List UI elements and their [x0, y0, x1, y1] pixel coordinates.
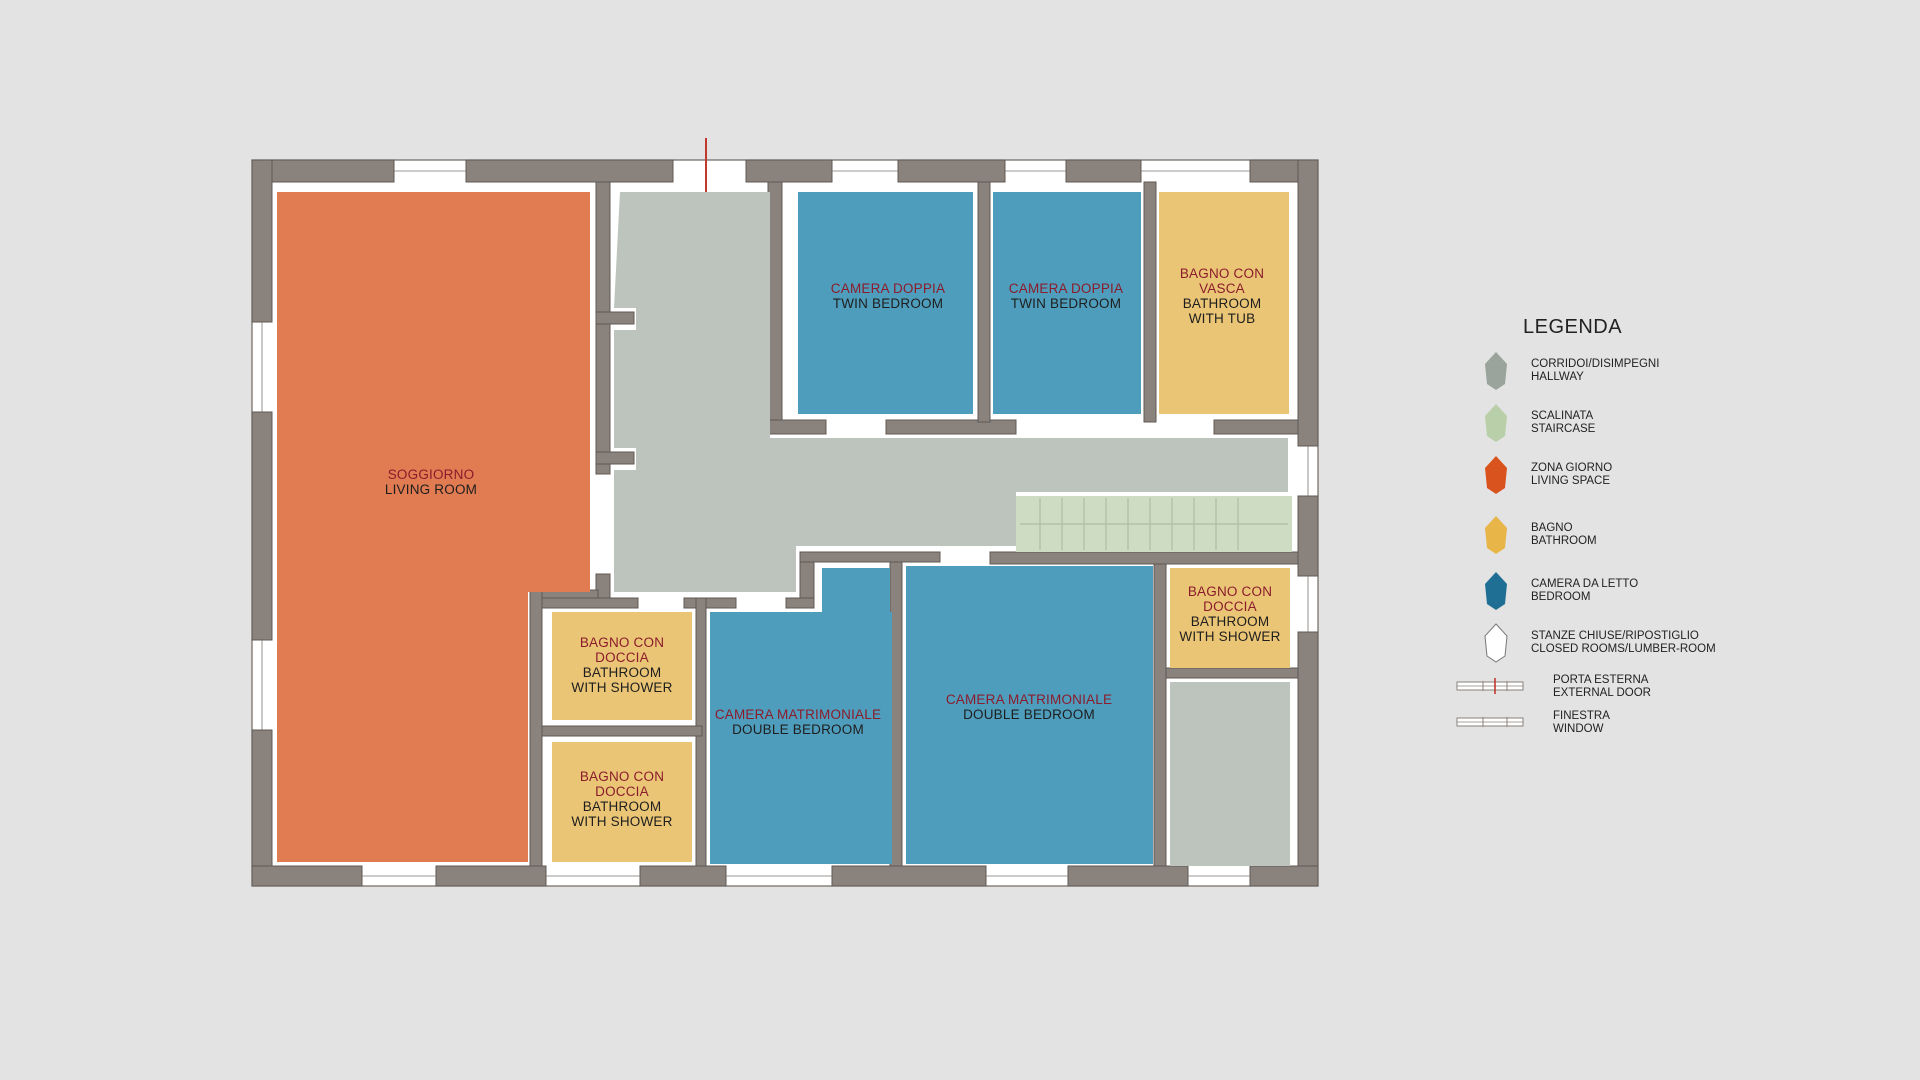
legend-line2-bathroom: BATHROOM — [1531, 535, 1597, 547]
label-bath-tub-en1: BATHROOM — [1182, 296, 1262, 311]
label-bath-tub-it1: BAGNO CON — [1179, 266, 1265, 281]
label-bath-shower-right-it1: BAGNO CON — [1187, 584, 1273, 599]
label-living: SOGGIORNO LIVING ROOM — [385, 467, 477, 497]
legend-line2-closed: CLOSED ROOMS/LUMBER-ROOM — [1531, 643, 1716, 655]
label-bath-shower-top: BAGNO CON DOCCIA BATHROOM WITH SHOWER — [571, 635, 672, 695]
label-twin1-en: TWIN BEDROOM — [832, 296, 944, 311]
label-double2: CAMERA MATRIMONIALE DOUBLE BEDROOM — [946, 692, 1112, 722]
windows — [261, 170, 1309, 877]
label-twin1: CAMERA DOPPIA TWIN BEDROOM — [831, 281, 945, 311]
legend-line1-living: ZONA GIORNO — [1531, 462, 1613, 474]
legend-line1-door: PORTA ESTERNA — [1553, 674, 1649, 686]
outer-walls — [251, 159, 1319, 887]
room-bath-shower-bottom-fill — [552, 742, 692, 862]
legend-line2-living: LIVING SPACE — [1531, 475, 1611, 487]
closed-room-swatch-icon — [1484, 623, 1508, 663]
label-double1-en: DOUBLE BEDROOM — [732, 722, 864, 737]
room-hallway-fill — [614, 192, 1288, 592]
label-bath-shower-right-it2: DOCCIA — [1203, 599, 1257, 614]
legend-line1-bathroom: BAGNO — [1531, 522, 1573, 534]
room-twin2-fill — [993, 192, 1141, 414]
label-bath-shower-top-it2: DOCCIA — [595, 650, 649, 665]
staircase-steps — [1020, 498, 1288, 550]
staircase-swatch-icon — [1485, 404, 1507, 442]
window-icon — [1456, 717, 1524, 727]
room-twin1-fill — [798, 192, 973, 414]
label-double2-it: CAMERA MATRIMONIALE — [945, 692, 1113, 707]
label-bath-shower-bottom-en1: BATHROOM — [582, 799, 662, 814]
label-bath-tub: BAGNO CON VASCA BATHROOM WITH TUB — [1180, 266, 1264, 326]
legend-line2-bedroom: BEDROOM — [1531, 591, 1591, 603]
label-double1-it: CAMERA MATRIMONIALE — [714, 707, 882, 722]
legend-line2-staircase: STAIRCASE — [1531, 423, 1596, 435]
label-bath-shower-right-en1: BATHROOM — [1190, 614, 1270, 629]
legend-line2-door: EXTERNAL DOOR — [1553, 687, 1651, 699]
room-bath-tub-fill — [1159, 192, 1289, 414]
label-twin2-it: CAMERA DOPPIA — [1008, 281, 1124, 296]
label-bath-shower-bottom-en2: WITH SHOWER — [571, 814, 673, 829]
label-twin2-en: TWIN BEDROOM — [1010, 296, 1122, 311]
legend-line1-window: FINESTRA — [1553, 710, 1610, 722]
label-bath-shower-top-en1: BATHROOM — [582, 665, 662, 680]
label-twin1-it: CAMERA DOPPIA — [830, 281, 946, 296]
label-bath-shower-top-it1: BAGNO CON — [579, 635, 665, 650]
label-bath-shower-right: BAGNO CON DOCCIA BATHROOM WITH SHOWER — [1179, 584, 1280, 644]
legend-line1-bedroom: CAMERA DA LETTO — [1531, 578, 1639, 590]
label-bath-tub-en2: WITH TUB — [1188, 311, 1256, 326]
label-bath-shower-top-en2: WITH SHOWER — [571, 680, 673, 695]
bedroom-swatch-icon — [1485, 572, 1507, 610]
label-bath-tub-it2: VASCA — [1199, 281, 1245, 296]
label-double2-en: DOUBLE BEDROOM — [963, 707, 1095, 722]
legend-title: LEGENDA — [1523, 316, 1623, 338]
label-bath-shower-right-en2: WITH SHOWER — [1179, 629, 1281, 644]
legend-line1-staircase: SCALINATA — [1531, 410, 1594, 422]
legend-line2-window: WINDOW — [1553, 723, 1604, 735]
label-twin2: CAMERA DOPPIA TWIN BEDROOM — [1009, 281, 1123, 311]
legend-line2-hallway: HALLWAY — [1531, 371, 1584, 383]
label-living-en: LIVING ROOM — [384, 482, 478, 497]
living-swatch-icon — [1485, 456, 1507, 494]
bathroom-swatch-icon — [1485, 516, 1507, 554]
room-bath-shower-top-fill — [552, 612, 692, 720]
hallway-swatch-icon — [1485, 352, 1507, 390]
room-closed-fill — [1170, 682, 1290, 866]
label-bath-shower-bottom-it1: BAGNO CON — [579, 769, 665, 784]
legend-line1-closed: STANZE CHIUSE/RIPOSTIGLIO — [1531, 630, 1699, 642]
label-living-it: SOGGIORNO — [387, 467, 475, 482]
room-bath-shower-right-fill — [1170, 568, 1290, 668]
room-double1-fill — [710, 568, 892, 864]
external-door-icon — [1456, 678, 1524, 694]
label-bath-shower-bottom: BAGNO CON DOCCIA BATHROOM WITH SHOWER — [571, 769, 672, 829]
room-double2-fill — [906, 566, 1153, 864]
room-living-fill — [277, 192, 590, 862]
label-bath-shower-bottom-it2: DOCCIA — [595, 784, 649, 799]
label-double1: CAMERA MATRIMONIALE DOUBLE BEDROOM — [715, 707, 881, 737]
legend-line1-hallway: CORRIDOI/DISIMPEGNI — [1531, 358, 1660, 370]
